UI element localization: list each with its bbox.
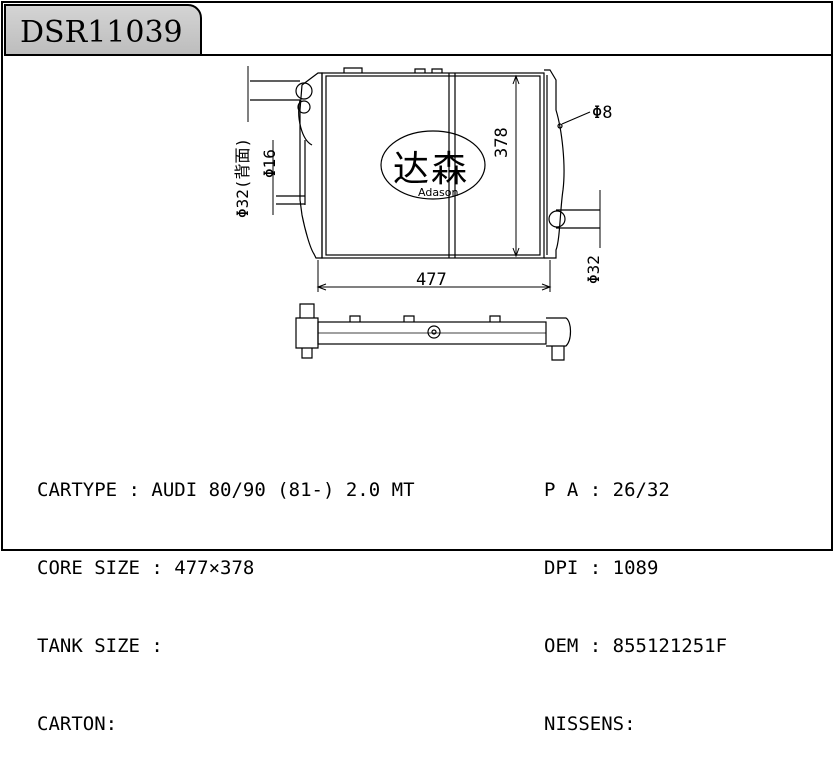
spec-left-column: CARTYPE : AUDI 80/90 (81-) 2.0 MT CORE S… xyxy=(37,425,415,763)
dimension-width: 477 xyxy=(416,270,447,290)
spec-label: OEM xyxy=(544,635,590,657)
spec-value: 26/32 xyxy=(612,479,670,501)
dimension-bleed: Φ8 xyxy=(592,103,613,123)
spec-row: NISSENS: xyxy=(544,713,636,735)
spec-value: 477×378 xyxy=(174,557,255,579)
spec-row: CORE SIZE : 477×378 xyxy=(37,557,255,579)
spec-label: CARTYPE xyxy=(37,479,129,501)
dimension-inlet-pipe: Φ32(背面) xyxy=(233,137,252,218)
spec-label: CORE SIZE xyxy=(37,557,152,579)
part-number: DSR11039 xyxy=(20,15,183,50)
spec-row: TANK SIZE : xyxy=(37,635,163,657)
spec-label: P A xyxy=(544,479,590,501)
radiator-drawing xyxy=(247,66,601,361)
spec-label: TANK SIZE xyxy=(37,635,152,657)
spec-row: CARTYPE : AUDI 80/90 (81-) 2.0 MT xyxy=(37,479,415,501)
spec-value: 1089 xyxy=(612,557,659,579)
header-rule xyxy=(202,54,832,56)
spec-row: CARTON: xyxy=(37,713,118,735)
spec-value: 855121251F xyxy=(612,635,728,657)
spec-value: AUDI 80/90 (81-) 2.0 MT xyxy=(151,479,415,501)
spec-row: P A : 26/32 xyxy=(544,479,670,501)
spec-row: DPI : 1089 xyxy=(544,557,659,579)
spec-label: CARTON xyxy=(37,713,106,735)
dimension-height: 378 xyxy=(492,127,512,158)
spec-label: DPI xyxy=(544,557,590,579)
logo-chinese: 达森 xyxy=(393,149,470,190)
logo-latin: Adason xyxy=(418,186,459,199)
spec-right-column: P A : 26/32 DPI : 1089 OEM : 855121251F … xyxy=(544,425,727,763)
spec-label: NISSENS xyxy=(544,713,625,735)
dimension-outlet-pipe: Φ32 xyxy=(584,255,603,284)
drawing-frame xyxy=(1,1,833,551)
spec-row: OEM : 855121251F xyxy=(544,635,728,657)
part-number-tab: DSR11039 xyxy=(4,4,202,56)
dimension-small-pipe: Φ16 xyxy=(260,149,279,178)
